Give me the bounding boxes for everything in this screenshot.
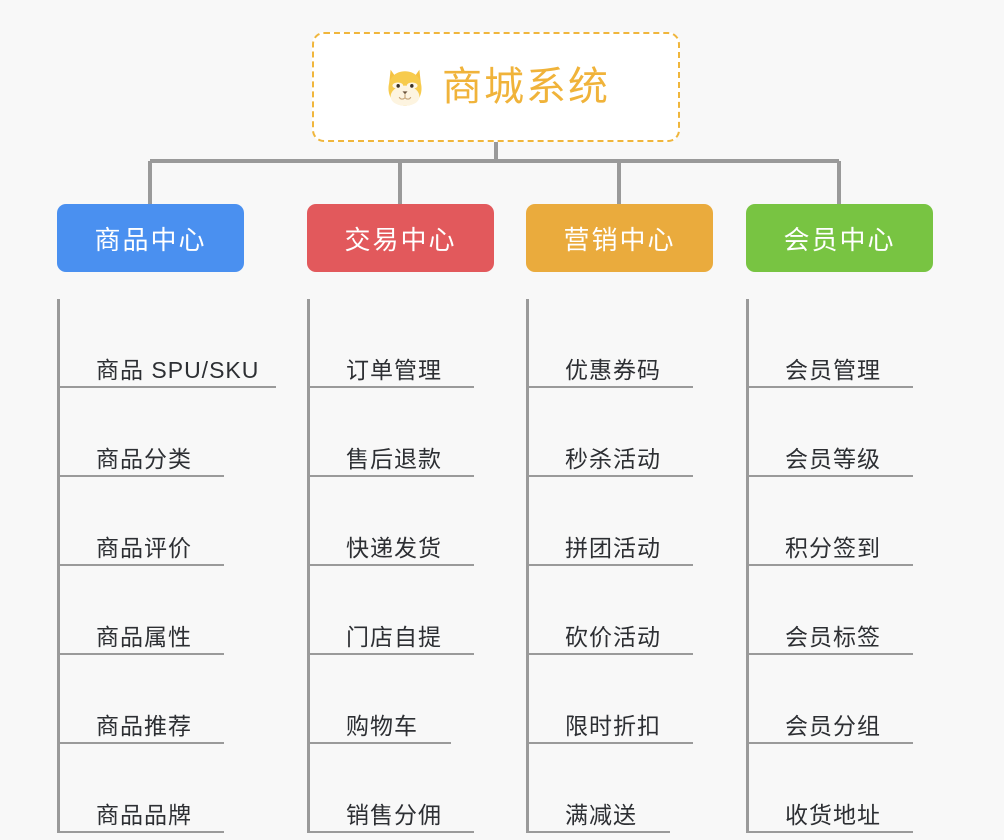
- branch-item-underline: [749, 742, 913, 744]
- branch-item-underline: [749, 653, 913, 655]
- branch-header-3[interactable]: 营销中心: [526, 204, 713, 272]
- branch-item[interactable]: 门店自提: [310, 566, 494, 655]
- root-title: 商城系统: [442, 65, 610, 109]
- branch-item[interactable]: 优惠券码: [529, 299, 713, 388]
- branch-item-underline: [529, 831, 670, 833]
- branch-item-underline: [529, 564, 693, 566]
- branch-item[interactable]: 商品评价: [60, 477, 244, 566]
- branch-item-underline: [60, 831, 224, 833]
- branch-header-label: 商品中心: [94, 224, 207, 255]
- branch-item[interactable]: 会员分组: [749, 655, 933, 744]
- branch-item-label: 商品属性: [96, 623, 192, 650]
- branch-header-label: 交易中心: [344, 224, 457, 255]
- branch-item-underline: [749, 475, 913, 477]
- branch-item-underline: [529, 475, 693, 477]
- branch-column-3: 营销中心优惠券码秒杀活动拼团活动砍价活动限时折扣满减送: [526, 204, 713, 833]
- branch-item-underline: [749, 386, 913, 388]
- branch-header-2[interactable]: 交易中心: [307, 204, 494, 272]
- shiba-dog-face-icon: [388, 69, 422, 106]
- branch-item-label: 商品 SPU/SKU: [96, 356, 260, 383]
- branch-item-label: 快递发货: [346, 534, 442, 561]
- branch-item-label: 秒杀活动: [565, 445, 661, 472]
- branch-item[interactable]: 砍价活动: [529, 566, 713, 655]
- branch-item-label: 销售分佣: [346, 801, 442, 828]
- branch-item-label: 拼团活动: [565, 534, 661, 561]
- branch-column-1: 商品中心商品 SPU/SKU 商品分类商品评价商品属性商品推荐商品品牌: [57, 204, 276, 833]
- branch-item-underline: [60, 742, 224, 744]
- branch-item[interactable]: 商品 SPU/SKU: [60, 299, 276, 388]
- branch-item-label: 商品评价: [96, 534, 192, 561]
- branch-item-label: 会员标签: [785, 623, 881, 650]
- branch-item[interactable]: 会员标签: [749, 566, 933, 655]
- branch-header-4[interactable]: 会员中心: [746, 204, 933, 272]
- branch-item[interactable]: 积分签到: [749, 477, 933, 566]
- branch-item[interactable]: 满减送: [529, 744, 713, 833]
- branch-item[interactable]: 收货地址: [749, 744, 933, 833]
- branch-item-label: 购物车: [346, 712, 418, 739]
- branch-item[interactable]: 售后退款: [310, 388, 494, 477]
- branch-item-label: 会员管理: [785, 356, 881, 383]
- branch-item-label: 限时折扣: [565, 712, 661, 739]
- branch-item[interactable]: 快递发货: [310, 477, 494, 566]
- branch-item-list-3: 优惠券码秒杀活动拼团活动砍价活动限时折扣满减送: [526, 299, 713, 833]
- branch-item-label: 订单管理: [346, 356, 442, 383]
- branch-item-underline: [310, 386, 474, 388]
- branch-item[interactable]: 订单管理: [310, 299, 494, 388]
- branch-item-underline: [60, 475, 224, 477]
- branch-column-2: 交易中心订单管理售后退款快递发货门店自提购物车销售分佣: [307, 204, 494, 833]
- branch-item-underline: [60, 564, 224, 566]
- branch-item-label: 商品品牌: [96, 801, 192, 828]
- branch-item-label: 优惠券码: [565, 356, 661, 383]
- branch-item[interactable]: 商品品牌: [60, 744, 244, 833]
- branch-item[interactable]: 商品属性: [60, 566, 244, 655]
- branch-column-4: 会员中心会员管理会员等级积分签到会员标签会员分组收货地址: [746, 204, 933, 833]
- branch-item-label: 砍价活动: [565, 623, 661, 650]
- branch-item[interactable]: 秒杀活动: [529, 388, 713, 477]
- branch-item-underline: [310, 831, 474, 833]
- branch-item-label: 售后退款: [346, 445, 442, 472]
- branch-item-label: 收货地址: [785, 801, 881, 828]
- branch-item-label: 门店自提: [346, 623, 442, 650]
- branch-header-1[interactable]: 商品中心: [57, 204, 244, 272]
- branch-item-underline: [529, 653, 693, 655]
- branch-item[interactable]: 限时折扣: [529, 655, 713, 744]
- branch-item-underline: [529, 742, 693, 744]
- branch-item[interactable]: 拼团活动: [529, 477, 713, 566]
- branch-item-list-4: 会员管理会员等级积分签到会员标签会员分组收货地址: [746, 299, 933, 833]
- branch-item-underline: [310, 475, 474, 477]
- branch-item-label: 会员等级: [785, 445, 881, 472]
- root-node[interactable]: 商城系统: [312, 32, 680, 142]
- branch-header-label: 营销中心: [563, 224, 676, 255]
- branch-item-underline: [310, 653, 474, 655]
- branch-item-underline: [310, 742, 451, 744]
- branch-item[interactable]: 会员管理: [749, 299, 933, 388]
- branch-item-label: 积分签到: [785, 534, 881, 561]
- branch-header-label: 会员中心: [783, 224, 896, 255]
- branch-item-underline: [310, 564, 474, 566]
- branch-item-label: 商品推荐: [96, 712, 192, 739]
- branch-item-underline: [60, 653, 224, 655]
- branch-item-underline: [749, 831, 913, 833]
- branch-item-list-1: 商品 SPU/SKU 商品分类商品评价商品属性商品推荐商品品牌: [57, 299, 276, 833]
- branch-item[interactable]: 商品分类: [60, 388, 244, 477]
- branch-item[interactable]: 销售分佣: [310, 744, 494, 833]
- branch-item[interactable]: 商品推荐: [60, 655, 244, 744]
- branch-item-underline: [60, 386, 276, 388]
- branch-item-underline: [749, 564, 913, 566]
- branch-item[interactable]: 购物车: [310, 655, 494, 744]
- branch-item-underline: [529, 386, 693, 388]
- branch-item-label: 商品分类: [96, 445, 192, 472]
- branch-item-label: 满减送: [565, 801, 637, 828]
- branch-item[interactable]: 会员等级: [749, 388, 933, 477]
- branch-item-label: 会员分组: [785, 712, 881, 739]
- branch-item-list-2: 订单管理售后退款快递发货门店自提购物车销售分佣: [307, 299, 494, 833]
